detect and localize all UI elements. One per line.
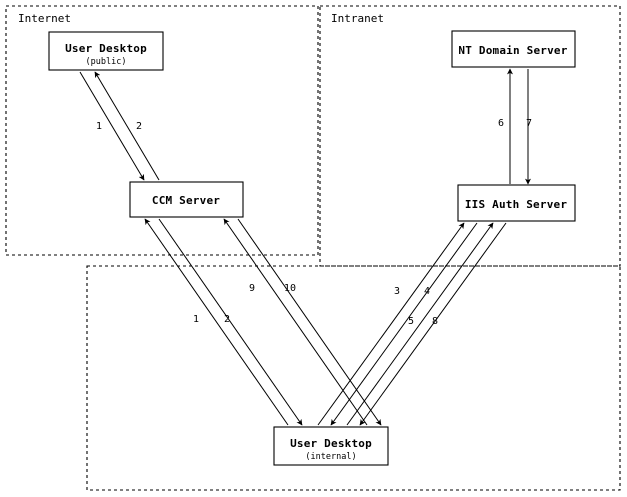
node-ccm-server-title: CCM Server bbox=[152, 194, 220, 207]
zone-internet-label: Internet bbox=[18, 12, 71, 25]
node-nt-domain-server-box[interactable] bbox=[451, 30, 576, 68]
edge-4-line bbox=[330, 222, 478, 426]
node-user-desktop-internal-box[interactable] bbox=[273, 426, 389, 466]
edge-label-6: 6 bbox=[498, 118, 504, 129]
node-iis-auth-server-box[interactable] bbox=[457, 184, 576, 222]
edge-2b-line bbox=[158, 218, 303, 426]
node-user-desktop-internal-subtitle: (internal) bbox=[305, 452, 356, 462]
node-iis-auth-server-title: IIS Auth Server bbox=[465, 198, 568, 211]
zone-internet-border bbox=[5, 5, 319, 256]
node-user-desktop-internal[interactable]: User Desktop (internal) bbox=[273, 426, 389, 466]
edge-label-5: 5 bbox=[408, 316, 414, 327]
node-ccm-server[interactable]: CCM Server bbox=[129, 181, 244, 218]
node-ccm-server-box[interactable] bbox=[129, 181, 244, 218]
edge-label-2: 2 bbox=[136, 121, 142, 132]
node-iis-auth-server[interactable]: IIS Auth Server bbox=[457, 184, 576, 222]
node-user-desktop-public-title: User Desktop bbox=[65, 42, 147, 55]
zone-internet: Internet bbox=[5, 5, 319, 256]
edge-1b-line bbox=[144, 218, 289, 426]
edge-label-3: 3 bbox=[394, 286, 400, 297]
zone-intranet: Intranet bbox=[319, 5, 621, 267]
zone-internal-border bbox=[86, 265, 621, 491]
edge-10-line bbox=[237, 218, 382, 426]
edge-label-9: 9 bbox=[249, 283, 255, 294]
node-user-desktop-public-subtitle: (public) bbox=[86, 57, 127, 67]
node-nt-domain-server-title: NT Domain Server bbox=[458, 44, 567, 57]
node-user-desktop-public[interactable]: User Desktop (public) bbox=[48, 31, 164, 71]
edge-5-line bbox=[346, 222, 494, 426]
edge-label-4: 4 bbox=[424, 286, 430, 297]
zone-internal-network bbox=[86, 265, 621, 491]
edge-2-line bbox=[94, 71, 160, 181]
node-nt-domain-server[interactable]: NT Domain Server bbox=[451, 30, 576, 68]
edge-9-line bbox=[223, 218, 368, 426]
edge-label-7: 7 bbox=[526, 118, 532, 129]
edge-label-1: 1 bbox=[96, 121, 102, 132]
zone-intranet-label: Intranet bbox=[331, 12, 384, 25]
edge-3-line bbox=[317, 222, 465, 426]
edge-label-1b: 1 bbox=[193, 314, 199, 325]
edge-8-line bbox=[359, 222, 507, 426]
node-user-desktop-internal-title: User Desktop bbox=[290, 437, 372, 450]
edge-label-2b: 2 bbox=[224, 314, 230, 325]
edge-label-10: 10 bbox=[284, 283, 296, 294]
zone-intranet-border bbox=[319, 5, 621, 267]
edge-label-8: 8 bbox=[432, 316, 438, 327]
node-user-desktop-public-box[interactable] bbox=[48, 31, 164, 71]
edge-1-line bbox=[79, 71, 145, 181]
